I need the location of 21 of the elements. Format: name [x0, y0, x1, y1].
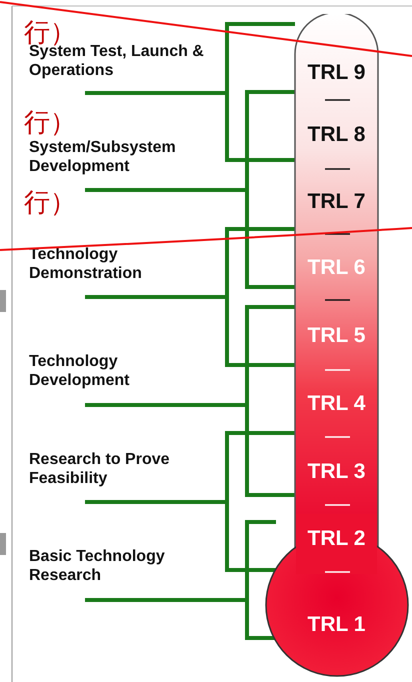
- bracket-connector: [85, 403, 295, 497]
- level-label: TRL 7: [308, 190, 366, 214]
- phase-label: System Test, Launch & Operations: [29, 43, 205, 80]
- bracket-connector: [85, 500, 276, 572]
- level-label: TRL 1: [308, 613, 366, 637]
- level-label: TRL 9: [308, 61, 366, 85]
- bracket-connector: [85, 188, 295, 289]
- level-label: TRL 3: [308, 460, 366, 484]
- phase-label: Research to Prove Feasibility: [29, 450, 171, 488]
- phase-label: Basic Technology Research: [29, 547, 166, 585]
- phase-label: System/Subsystem Development: [29, 138, 177, 176]
- phase-label: Technology Development: [29, 352, 130, 390]
- phase-label: Technology Demonstration: [29, 245, 143, 283]
- annotation-text: 行）: [24, 188, 76, 216]
- annotation-text: 行）: [24, 18, 76, 46]
- level-label: TRL 6: [308, 256, 366, 280]
- level-label: TRL 5: [308, 324, 366, 348]
- level-label: TRL 8: [308, 123, 366, 147]
- level-label: TRL 2: [308, 527, 366, 551]
- level-label: TRL 4: [308, 392, 366, 416]
- annotation-text: 行）: [24, 108, 76, 136]
